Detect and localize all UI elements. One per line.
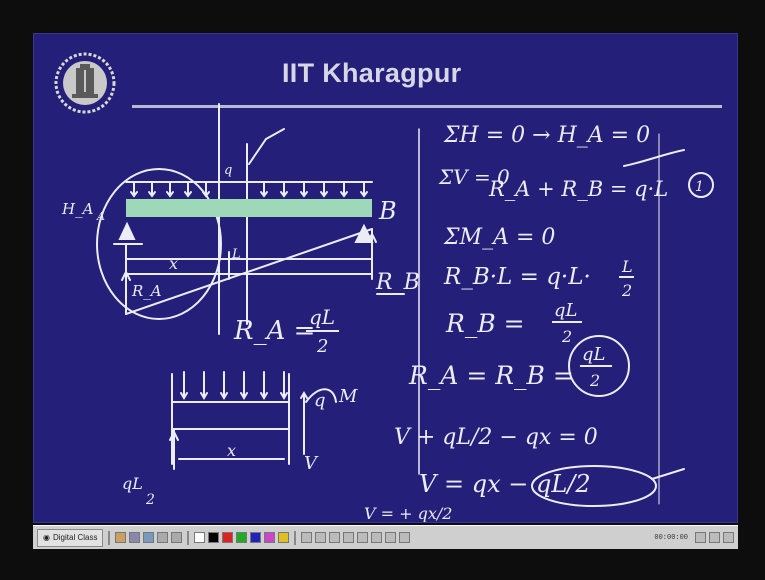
pin-support — [118, 221, 136, 240]
color-yellow-icon[interactable] — [278, 532, 290, 543]
eq6-num: qL — [554, 300, 577, 321]
fbd-load-arrows — [180, 371, 288, 400]
eq7-den: 2 — [589, 371, 600, 390]
undo-icon[interactable] — [371, 532, 383, 543]
label-ha: H_A — [61, 200, 94, 218]
label-rb: R_B — [375, 270, 420, 295]
eq5-num: L — [621, 257, 633, 276]
fbd-q: q — [314, 390, 326, 411]
load-arrows — [130, 181, 368, 198]
fbd-ql: qL — [122, 474, 143, 493]
eq-rb-lhs: R_B = — [445, 309, 525, 338]
dot-large-icon[interactable] — [315, 532, 327, 543]
ra-lhs: R_A = — [233, 316, 315, 346]
highlighter-icon[interactable] — [129, 532, 141, 543]
eraser-icon[interactable] — [143, 532, 155, 543]
fbd-2: 2 — [145, 492, 155, 508]
separator — [187, 530, 190, 545]
shear-tick — [651, 468, 685, 480]
line-tool-icon[interactable] — [329, 532, 341, 543]
handwritten-notes: H_A A B q x L R_A R_B R_A = qL 2 q M V x… — [61, 103, 714, 523]
clock: 00:00:00 — [654, 533, 688, 542]
label-b: B — [378, 197, 397, 225]
eq-sum-v: ΣV = 0 — [438, 165, 510, 189]
iit-kharagpur-logo — [54, 52, 116, 114]
eq-ra-rb: R_A + R_B = q·L — [488, 177, 668, 201]
eq5-den: 2 — [621, 281, 632, 300]
select-tool-icon[interactable] — [399, 532, 411, 543]
support-circle — [96, 168, 222, 320]
fbd-x: x — [227, 441, 236, 460]
circle-tool-icon[interactable] — [357, 532, 369, 543]
start-label: Digital Class — [52, 533, 98, 542]
eq-rb-l: R_B·L = q·L· — [443, 264, 591, 290]
eq-shear: V = qx − qL/2 — [419, 470, 591, 498]
eq6-den: 2 — [561, 327, 572, 346]
label-x: x — [169, 254, 178, 273]
title-underline — [132, 105, 722, 108]
minimize-icon[interactable] — [695, 532, 706, 543]
color-magenta-icon[interactable] — [264, 532, 276, 543]
beam — [126, 199, 372, 217]
color-red-icon[interactable] — [222, 532, 234, 543]
q-pointer-stroke — [248, 128, 285, 165]
color-black-icon[interactable] — [208, 532, 220, 543]
redo-icon[interactable] — [385, 532, 397, 543]
fbd-moment-arc — [305, 388, 337, 403]
separator — [108, 530, 111, 545]
label-q: q — [224, 163, 232, 178]
start-button[interactable]: ◉ Digital Class — [37, 528, 104, 547]
slide: IIT Kharagpur — [33, 33, 738, 523]
close-icon[interactable] — [723, 532, 734, 543]
dot-small-icon[interactable] — [301, 532, 313, 543]
eq-ra-eq-rb: R_A = R_B = — [408, 361, 574, 390]
app-icon: ◉ — [43, 533, 50, 542]
prev-page-icon[interactable] — [157, 532, 169, 543]
eq-sum-h: ΣH = 0 → H_A = 0 — [443, 123, 650, 148]
label-L: L — [231, 247, 241, 262]
eq-shear-partial: V = + qx/2 — [364, 504, 452, 523]
ra-num: qL — [309, 305, 335, 329]
eq-sum-ma: ΣM_A = 0 — [443, 225, 555, 250]
color-blue-icon[interactable] — [250, 532, 262, 543]
maximize-icon[interactable] — [709, 532, 720, 543]
eq-ref-circle — [688, 172, 714, 198]
eq7-num: qL — [582, 344, 605, 365]
ra-den: 2 — [316, 336, 328, 357]
separator — [294, 530, 297, 545]
shear-diagonal — [125, 228, 373, 315]
eq-ref-1: 1 — [695, 179, 704, 195]
color-green-icon[interactable] — [236, 532, 248, 543]
label-a: A — [96, 210, 105, 223]
eq-shear-balance: V + qL/2 − qx = 0 — [394, 425, 598, 450]
fbd-v: V — [304, 453, 319, 474]
next-page-icon[interactable] — [171, 532, 183, 543]
final-circle — [568, 335, 630, 397]
check-stroke — [623, 149, 685, 167]
slide-title: IIT Kharagpur — [282, 58, 462, 88]
label-ra: R_A — [131, 282, 162, 300]
taskbar: ◉ Digital Class 00:00:00 — [33, 525, 738, 549]
shear-circle — [531, 465, 657, 507]
fbd-m: M — [338, 386, 358, 407]
fbd-v-arrow — [300, 391, 308, 455]
color-white-icon[interactable] — [194, 532, 206, 543]
rect-tool-icon[interactable] — [343, 532, 355, 543]
pen-tool-icon[interactable] — [115, 532, 127, 543]
